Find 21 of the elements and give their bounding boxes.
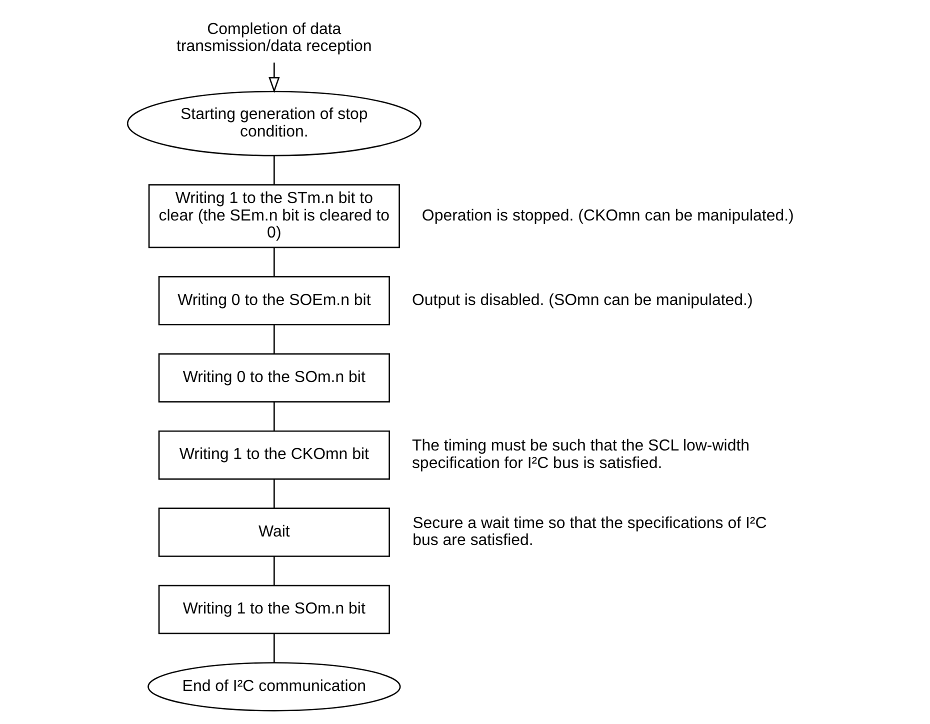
connector xyxy=(274,246,275,276)
connector xyxy=(274,556,275,586)
connector xyxy=(274,324,275,354)
node-box: Writing 0 to the SOm.n bit xyxy=(158,352,390,402)
node-box: Wait xyxy=(158,507,390,556)
node-ellipse: End of I²C communication xyxy=(148,662,401,711)
node-text: Completion of data transmission/data reception xyxy=(176,20,372,55)
node-box: Writing 1 to the STm.n bit to clear (the SEm.n bit is cleared to 0) xyxy=(148,184,400,248)
node-label: The timing must be such that the SCL low-width specification for I²C bus is satisfied. xyxy=(412,437,750,472)
node-box: Writing 0 to the SOEm.n bit xyxy=(158,276,390,325)
node-label: Output is disabled. (SOmn can be manipulated.) xyxy=(412,291,753,308)
node-label: Secure a wait time so that the specifications of I²C bus are satisfied. xyxy=(412,514,767,549)
node-box: Writing 1 to the SOm.n bit xyxy=(158,584,390,634)
connector xyxy=(274,478,275,508)
node-ellipse: Starting generation of stop condition. xyxy=(126,90,422,156)
connector xyxy=(274,401,275,431)
node-box: Writing 1 to the CKOmn bit xyxy=(158,430,390,480)
arrow xyxy=(268,62,280,92)
node-label: Operation is stopped. (CKOmn can be manipulated.) xyxy=(422,206,794,224)
connector xyxy=(274,155,275,184)
connector xyxy=(274,633,275,662)
